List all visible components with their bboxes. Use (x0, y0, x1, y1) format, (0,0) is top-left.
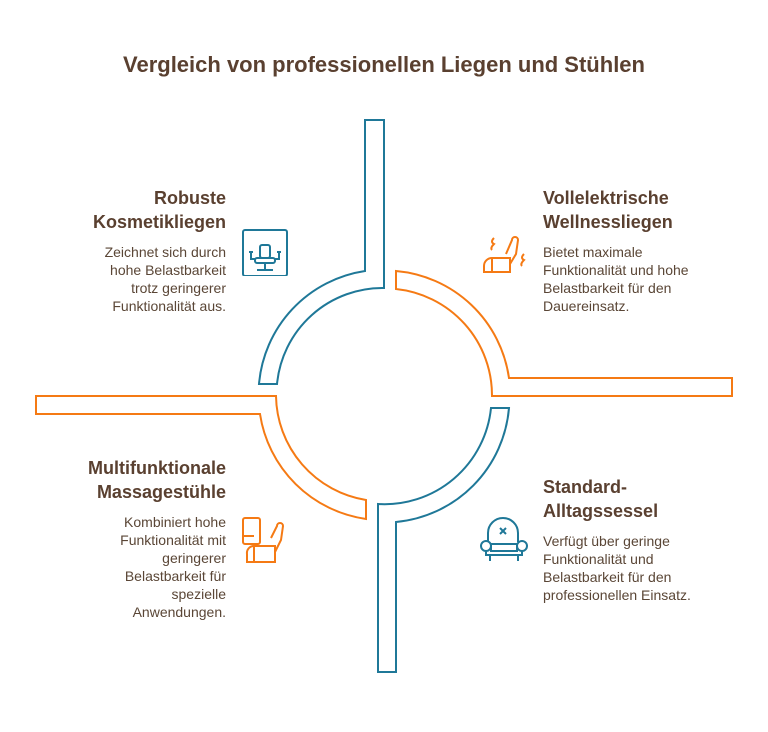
quadrant-heading: Vollelektrische Wellnessliegen (543, 186, 743, 234)
heading-line: Wellnessliegen (543, 212, 673, 232)
quadrant-bottom-left: Multifunktionale Massagestühle Kombinier… (26, 456, 226, 621)
quadrant-heading: Multifunktionale Massagestühle (26, 456, 226, 504)
heading-line: Vollelektrische (543, 188, 669, 208)
top-right-arc-shape (395, 269, 733, 397)
bottom-left-arc-shape (35, 395, 367, 521)
heading-line: Alltagssessel (543, 501, 659, 521)
quadrant-heading: Standard- Alltagssessel (543, 475, 743, 523)
heading-line: Robuste (154, 188, 226, 208)
quadrant-description: Verfügt über geringe Funktionalität und … (543, 533, 691, 603)
quadrant-heading: Robuste Kosmetikliegen (26, 186, 226, 234)
bottom-right-arc-shape (377, 407, 511, 673)
quadrant-bottom-right: Standard- Alltagssessel Verfügt über ger… (543, 475, 743, 604)
diagram-title: Vergleich von professionellen Liegen und… (123, 52, 645, 77)
quadrant-top-right: Vollelektrische Wellnessliegen Bietet ma… (543, 186, 743, 315)
quadrant-description: Bietet maximale Funktionalität und hohe … (543, 244, 689, 314)
massage-chair-icon (242, 517, 285, 563)
quadrant-description: Kombiniert hohe Funktionalität mit gerin… (120, 514, 226, 620)
massage-chair-vibration-icon (483, 236, 526, 273)
heading-line: Standard- (543, 477, 628, 497)
quadrant-description: Zeichnet sich durch hohe Belastbarkeit t… (104, 244, 226, 314)
armchair-icon (480, 517, 528, 561)
quadrant-top-left: Robuste Kosmetikliegen Zeichnet sich dur… (26, 186, 226, 315)
heading-line: Massagestühle (96, 482, 226, 502)
heading-line: Multifunktionale (88, 458, 226, 478)
office-chair-icon (242, 229, 288, 276)
heading-line: Kosmetikliegen (92, 212, 226, 232)
top-left-arc-shape (257, 119, 385, 385)
